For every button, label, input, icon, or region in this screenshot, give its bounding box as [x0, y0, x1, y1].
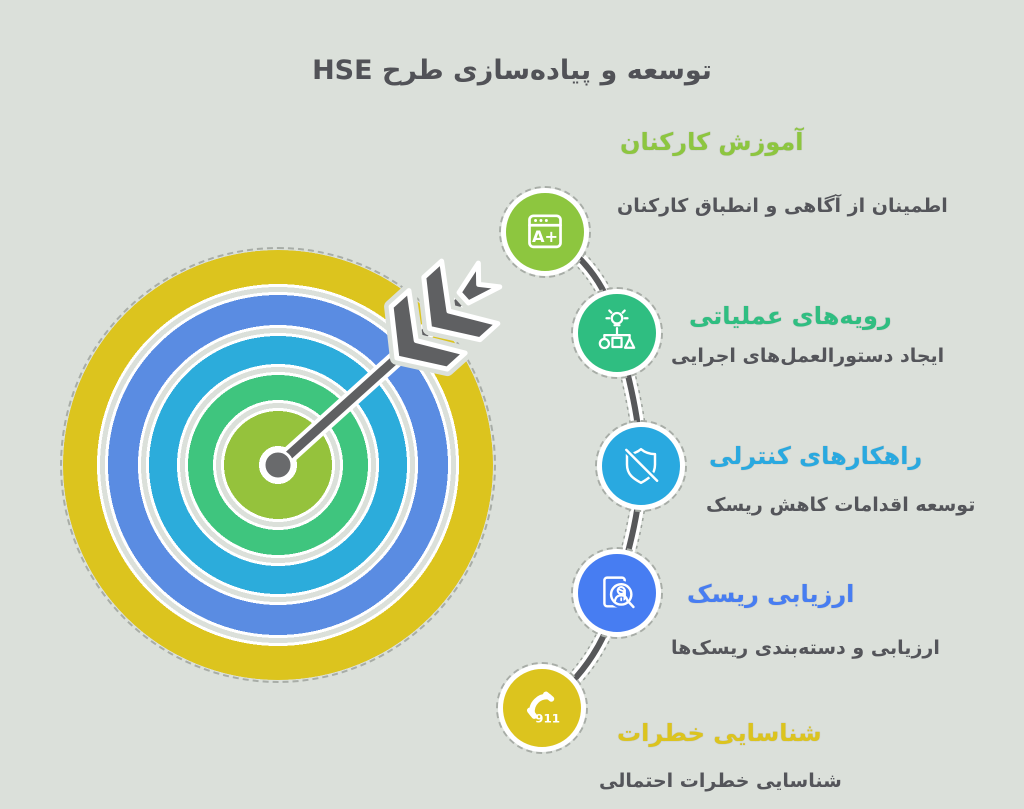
- step-node-circle: A+: [501, 188, 589, 276]
- step-label-controls: راهکارهای کنترلی: [709, 442, 923, 470]
- emergency-number-text: 911: [535, 712, 560, 726]
- step-node-procedures: [571, 287, 663, 379]
- step-node-circle: [573, 289, 661, 377]
- page-title: توسعه و پیاده‌سازی طرح HSE: [312, 55, 712, 86]
- training-grade-badge-icon: A+: [528, 214, 562, 249]
- step-node-risk-assessment: [571, 547, 663, 639]
- step-label-training: آموزش کارکنان: [620, 128, 804, 156]
- step-node-circle: 911: [498, 664, 586, 752]
- step-node-circle: [573, 549, 661, 637]
- target-bullseye: [60, 247, 496, 683]
- step-description-procedures: ایجاد دستورالعمل‌های اجرایی: [671, 345, 945, 367]
- step-label-risk-assessment: ارزیابی ریسک: [687, 580, 855, 608]
- grade-badge-text: A+: [532, 227, 558, 246]
- step-node-training: A+: [499, 186, 591, 278]
- person-search-document-icon: [603, 576, 635, 609]
- bullseye-center-dot: [262, 449, 294, 481]
- step-node-circle: [597, 422, 685, 510]
- step-label-procedures: رویه‌های عملیاتی: [689, 302, 892, 330]
- emergency-phone-icon: 911: [526, 691, 560, 726]
- shield-slash-icon: [623, 446, 661, 485]
- idea-flowchart-icon: [598, 309, 636, 350]
- step-description-controls: توسعه اقدامات کاهش ریسک: [706, 494, 976, 516]
- step-description-training: اطمینان از آگاهی و انطباق کارکنان: [617, 195, 948, 217]
- step-node-controls: [595, 420, 687, 512]
- step-node-hazard-identification: 911: [496, 662, 588, 754]
- target-arrow: [275, 254, 507, 469]
- step-description-hazard-identification: شناسایی خطرات احتمالی: [599, 770, 842, 792]
- step-label-hazard-identification: شناسایی خطرات: [617, 719, 822, 747]
- step-description-risk-assessment: ارزیابی و دسته‌بندی ریسک‌ها: [671, 637, 940, 659]
